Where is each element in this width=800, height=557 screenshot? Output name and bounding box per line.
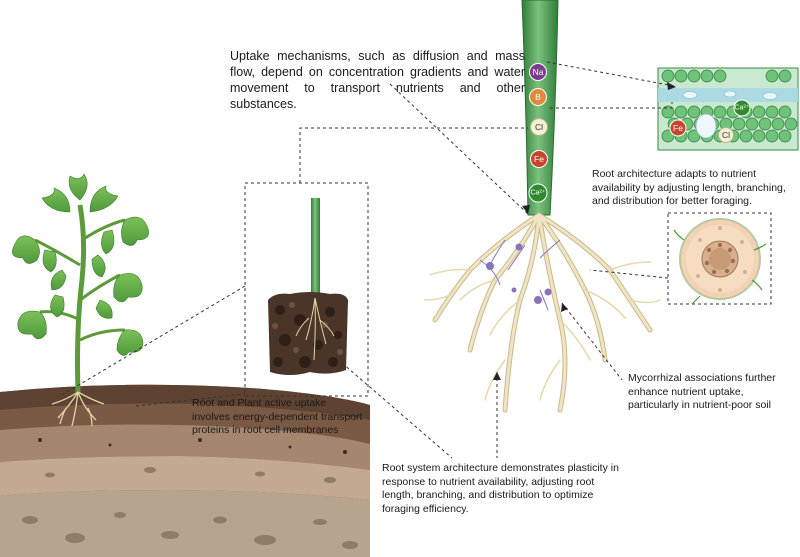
ion-ca-label: Ca²⁺ [531,190,546,197]
annotation-active-uptake: Root and Plant active uptake involves en… [192,397,363,436]
root-cross-section-inset [667,212,772,305]
cell-ion-ca-label: Ca²⁺ [735,105,750,112]
seedling-inset-frame [244,182,369,397]
ion-ca [528,183,548,203]
ion-cl [530,118,548,136]
ion-fe-label: Fe [534,154,544,164]
annotation-root-system-plasticity: Root system architecture demonstrates pl… [382,462,619,515]
fungal-spores [486,243,552,304]
ion-cl-label: Cl [535,122,543,132]
arrowheads [493,82,676,380]
annotation-root-architecture: Root architecture adapts to nutrient ava… [592,168,786,207]
ion-fe [530,150,548,168]
soil-layers [0,384,370,557]
cell-tissue-inset: Fe Ca²⁺ Cl [657,67,799,151]
seedling-soil-block [268,198,348,375]
cell-ion-cl [718,127,734,143]
annotation-uptake-mechanisms: Uptake mechanisms, such as diffusion and… [230,49,525,111]
ion-na-label: Na [533,67,544,77]
cell-ion-fe-label: Fe [673,123,683,133]
ion-na [529,63,547,81]
ion-b-label: B [535,92,541,102]
stem-ions: Na B Cl Fe Ca²⁺ [528,63,548,203]
dashed-leaders [61,61,675,459]
cell-ion-fe [669,119,687,137]
annotation-mycorrhizal: Mycorrhizal associations further enhance… [628,372,776,411]
ion-b [529,88,547,106]
cell-ion-cl-label: Cl [722,130,730,140]
tomato-plant [12,173,149,427]
root-system [424,212,661,413]
cell-ion-ca [733,99,751,117]
